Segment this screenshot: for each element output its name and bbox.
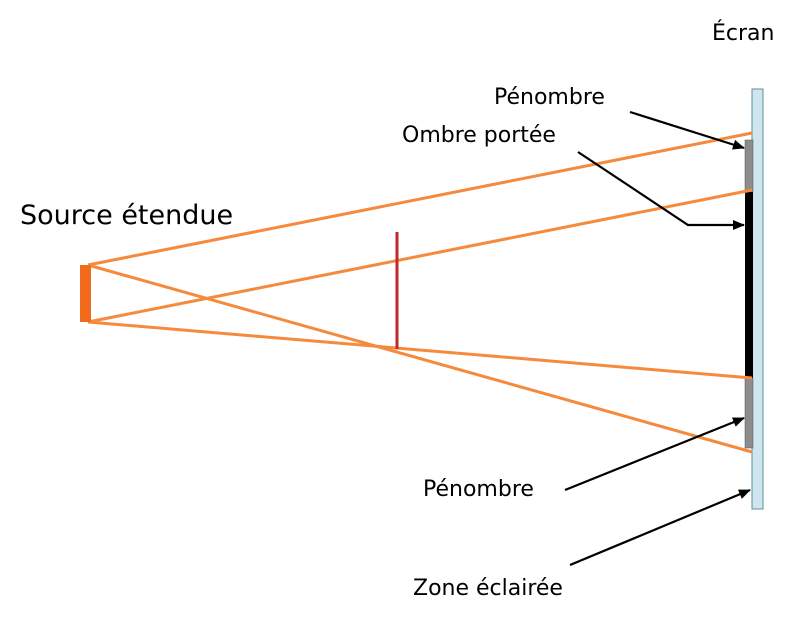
- label-source: Source étendue: [20, 200, 233, 231]
- light-rays: [87, 131, 753, 454]
- label-penumbra-bottom: Pénombre: [423, 477, 534, 502]
- shadow-zone: [745, 192, 753, 378]
- ray-top-top: [87, 131, 753, 267]
- arrow-penumbra-bottom: [564, 416, 745, 492]
- penumbra-top-zone: [744, 139, 754, 193]
- ray-bottom-top: [87, 188, 753, 324]
- annotation-arrows: [564, 110, 751, 567]
- label-screen: Écran: [712, 20, 774, 46]
- extended-source: [80, 265, 91, 322]
- screen: [751, 88, 764, 510]
- ray-top-bottom: [87, 263, 753, 454]
- label-lit-zone: Zone éclairée: [413, 576, 563, 601]
- label-penumbra-top: Pénombre: [494, 85, 605, 110]
- arrow-shadow: [577, 151, 745, 230]
- arrow-lit-zone: [569, 488, 751, 567]
- penumbra-bottom-zone: [744, 377, 754, 449]
- ray-bottom-bottom: [87, 320, 753, 380]
- arrow-penumbra-top: [629, 110, 745, 150]
- label-shadow: Ombre portée: [402, 123, 556, 148]
